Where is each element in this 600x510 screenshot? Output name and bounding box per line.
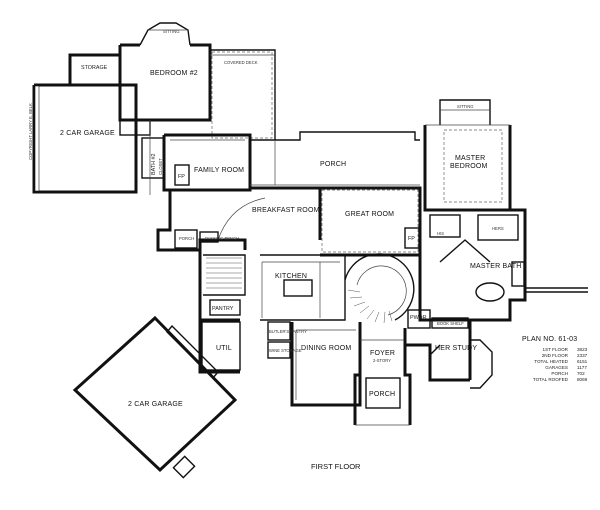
copyright-text: COPYRIGHT LARRY E. BELK (28, 103, 33, 160)
room-label-garage-top: 2 CAR GARAGE (60, 130, 115, 137)
room-label-util: UTIL (216, 345, 232, 352)
stat-label: PORCH (551, 371, 568, 376)
room-label-closet: CLOSET (158, 158, 163, 175)
stat-label: 1ST FLOOR (543, 347, 569, 352)
fireplace-label-great: FP (408, 236, 415, 242)
family-wing (156, 133, 252, 252)
room-label-dining-room: DINING ROOM (301, 345, 351, 352)
room-label-master-l1: MASTER (455, 155, 485, 162)
room-label-great-room: GREAT ROOM (345, 211, 394, 218)
study-block (403, 309, 493, 389)
room-label-porch-side: PORCH (179, 236, 194, 241)
plan-number: PLAN NO. 61-03 (522, 336, 577, 343)
room-label-wine-storage: WINE STORAGE (269, 348, 302, 353)
room-label-her-study: HER STUDY (435, 345, 477, 352)
stat-value: 1177 (577, 365, 587, 370)
stat-value: 8069 (577, 377, 588, 382)
stat-value: 2337 (577, 353, 588, 358)
room-label-sitting-master: SITTING (457, 104, 474, 109)
room-label-kitchen: KITCHEN (275, 273, 307, 280)
stat-label: 2ND FLOOR (542, 353, 569, 358)
room-label-breakfast-room: BREAKFAST ROOM (252, 207, 320, 214)
room-label-sitting-top: SITTING (163, 29, 180, 34)
room-label-bath-2: BATH #2 (151, 154, 157, 175)
room-label-garage-bottom: 2 CAR GARAGE (128, 401, 183, 408)
room-label-master-bath: MASTER BATH (470, 263, 521, 270)
stat-value: 702 (577, 371, 585, 376)
master-suite (418, 99, 588, 328)
room-label-foyer-sub: 2-STORY (373, 358, 391, 363)
room-label-hers: HERS (492, 226, 504, 231)
room-label-covered-deck: COVERED DECK (224, 60, 258, 65)
floor-label: FIRST FLOOR (311, 462, 361, 471)
room-label-storage: STORAGE (81, 65, 108, 71)
dining-block (290, 322, 362, 407)
area-stats-table: 1ST FLOOR 3823 2ND FLOOR 2337 TOTAL HEAT… (533, 347, 588, 382)
stat-value: 3823 (577, 347, 588, 352)
fireplace-label-family: FP (178, 174, 185, 180)
room-label-butlers-pantry: BUTLER'S PANTRY (269, 329, 307, 334)
north-west-wing (32, 22, 276, 195)
room-label-passing-bench: PASSING BENCH (205, 236, 239, 241)
room-label-bedroom-2: BEDROOM #2 (150, 70, 198, 77)
room-label-porch-rear: PORCH (320, 161, 346, 168)
room-label-book-shelf: BOOK SHELF (437, 321, 464, 326)
room-label-porch-front: PORCH (369, 391, 395, 398)
central-living (198, 186, 422, 257)
stat-value: 6151 (577, 359, 588, 364)
stat-label: TOTAL HEATED (534, 359, 568, 364)
garage-south (72, 315, 241, 479)
room-label-foyer: FOYER (370, 350, 395, 357)
room-label-pantry: PANTRY (212, 306, 234, 312)
room-label-pwdr: PWDR (410, 315, 427, 321)
room-label-his: HIS (437, 231, 444, 236)
foyer-block (344, 253, 415, 426)
stat-label: GARAGES (545, 365, 568, 370)
room-label-master-l2: BEDROOM (450, 163, 488, 170)
stat-label: TOTAL ROOFED (533, 377, 569, 382)
kitchen-block (198, 250, 346, 359)
room-label-family-room: FAMILY ROOM (194, 167, 244, 174)
rear-porch (250, 131, 420, 186)
